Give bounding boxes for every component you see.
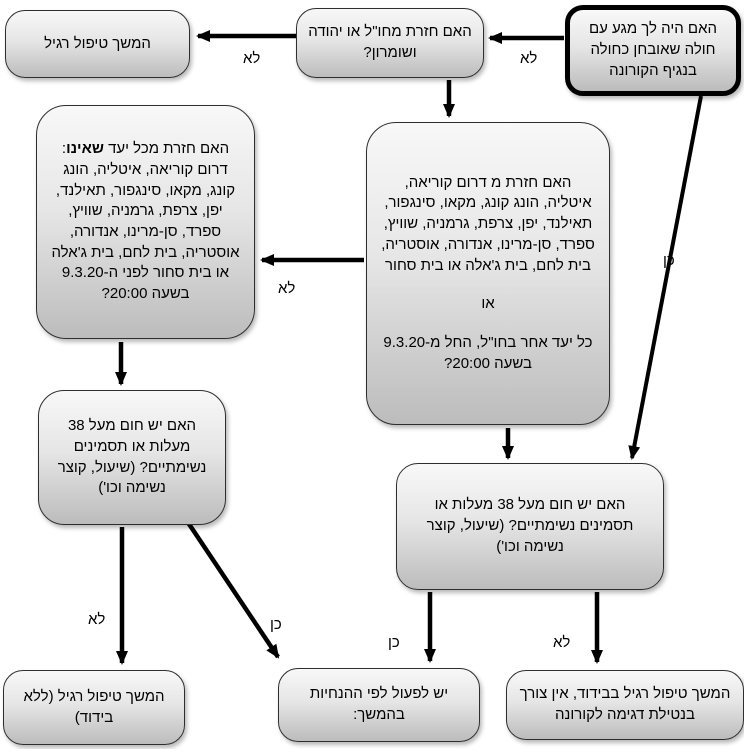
edge-label-yes-fever-left: כן (270, 616, 282, 633)
node-question-returned-abroad-text: האם חזרת מחו"ל או יהודה ושומרון? (308, 23, 472, 61)
bold-word-not: שאינו (66, 140, 104, 158)
node-end-regular-no-isolation-text: המשך טיפול רגיל (ללא בידוד) (23, 687, 165, 726)
node-end-regular-no-isolation: המשך טיפול רגיל (ללא בידוד) (3, 670, 185, 745)
node-question-returned-abroad: האם חזרת מחו"ל או יהודה ושומרון? (296, 8, 484, 78)
node-question-fever-left-text: האם יש חום מעל 38 מעלות או תסמינים נשימת… (57, 417, 207, 497)
node-end-isolation-no-sample: המשך טיפול רגיל בבידוד, אין צורך בנטילת … (506, 670, 744, 740)
edge-label-yes-fever-right: כן (388, 634, 400, 651)
edge-label-no-fever-left: לא (88, 611, 106, 628)
node-end-isolation-no-sample-text: המשך טיפול רגיל בבידוד, אין צורך בנטילת … (519, 685, 731, 723)
edge-label-no-fever-right: לא (553, 634, 571, 651)
node-question-fever-left: האם יש חום מעל 38 מעלות או תסמינים נשימת… (38, 390, 226, 525)
node-continue-regular-care-text: המשך טיפול רגיל (44, 34, 151, 52)
node-end-follow-guidelines: יש לפעול לפי ההנחיות בהמשך: (278, 668, 480, 742)
node-question-other-destination: האם חזרת מכל יעד שאינו: דרום קוריאה, איט… (36, 105, 255, 339)
arrow-fever-left-to-guidelines (185, 519, 280, 659)
node-question-listed-destinations-or: או (481, 295, 495, 313)
arrow-start-to-fever-right (628, 95, 703, 460)
node-question-listed-destinations-part1: האם חזרת מ דרום קוריאה, איטליה, הונג קונ… (381, 173, 595, 274)
node-start-contact-question: האם היה לך מגע עם חולה שאובחן כחולה בנגי… (565, 5, 741, 96)
edge-label-no-start-abroad: לא (520, 50, 538, 67)
node-question-listed-destinations-part2: כל יעד אחר בחו"ל, החל מ-9.3.20 בשעה 20:0… (383, 333, 593, 372)
node-question-fever-right: האם יש חום מעל 38 מעלות או תסמינים נשימת… (396, 463, 664, 590)
node-question-other-destination-text: האם חזרת מכל יעד שאינו: דרום קוריאה, איט… (51, 140, 240, 303)
node-start-text: האם היה לך מגע עם חולה שאובחן כחולה בנגי… (588, 20, 718, 79)
edge-label-no-abroad-regular: לא (243, 50, 261, 67)
node-continue-regular-care: המשך טיפול רגיל (5, 10, 190, 78)
edge-label-yes-start-fever: כן (663, 252, 675, 269)
node-question-fever-right-text: האם יש חום מעל 38 מעלות או תסמינים נשימת… (426, 496, 634, 555)
node-question-listed-destinations: האם חזרת מ דרום קוריאה, איטליה, הונג קונ… (366, 122, 610, 425)
edge-label-no-dest-notdest: לא (278, 280, 296, 297)
node-end-follow-guidelines-text: יש לפעול לפי ההנחיות בהמשך: (309, 685, 449, 723)
